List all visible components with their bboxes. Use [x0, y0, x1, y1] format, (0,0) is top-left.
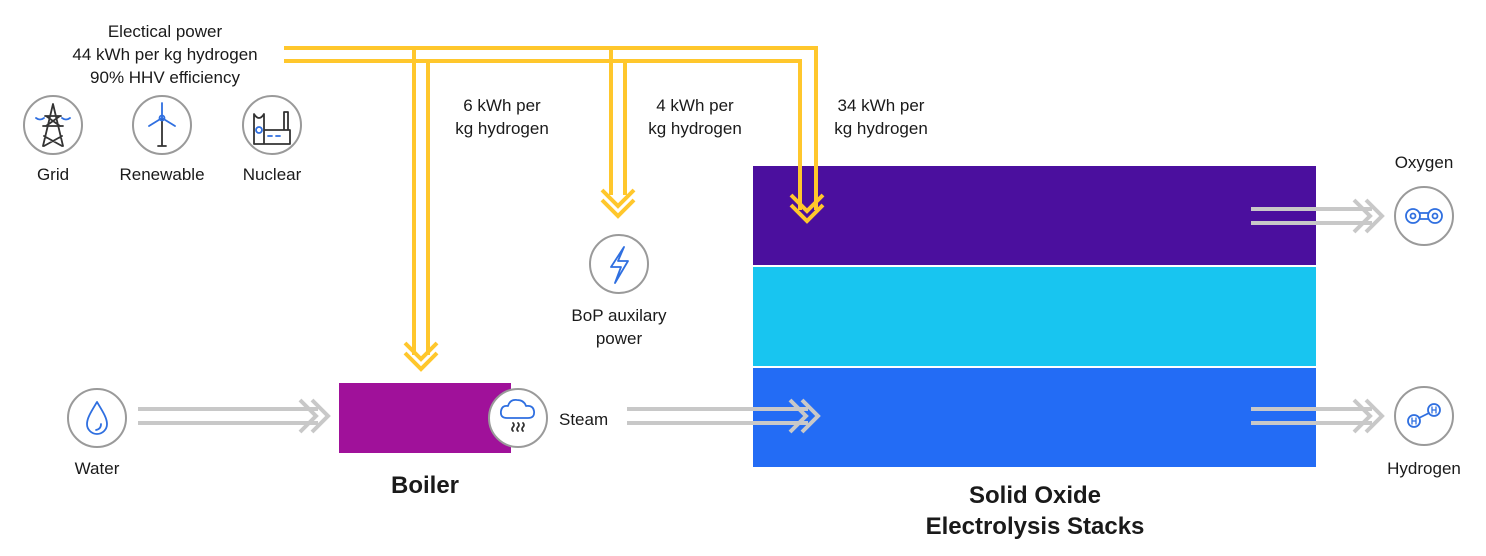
water-to-boiler-arrow: [138, 398, 331, 434]
power-arrow-bop: [600, 188, 636, 219]
power-source-line: 44 kWh per kg hydrogen: [72, 45, 258, 64]
oxygen-label: Oxygen: [1394, 153, 1454, 172]
bop-icon-circle: [589, 234, 649, 294]
stack-layer-middle: [753, 267, 1316, 366]
boiler-box: [339, 383, 511, 453]
branch-label-boiler: 6 kWh per kg hydrogen: [455, 96, 549, 138]
hydrogen-out-arrow: [1251, 398, 1385, 434]
stack-layer-bottom: [753, 368, 1316, 467]
source-label-nuclear: Nuclear: [242, 165, 302, 184]
flow-arrows: [138, 198, 1385, 434]
stack-label: Solid Oxide Electrolysis Stacks: [925, 482, 1145, 540]
branch-label-bop: 4 kWh per kg hydrogen: [648, 96, 742, 138]
power-arrow-boiler: [403, 341, 439, 372]
source-label-renewable: Renewable: [119, 165, 205, 184]
power-lines: [284, 46, 825, 372]
power-arrow-stack: [789, 193, 825, 224]
water-drop-icon: [86, 401, 108, 435]
nuclear-icon-circle: [242, 95, 302, 155]
steam-cloud-icon: [499, 398, 536, 432]
source-label-grid: Grid: [36, 165, 70, 184]
bop-label: BoP auxilary power: [571, 306, 667, 348]
water-icon-circle: [67, 388, 127, 448]
power-source-line: Electical power: [107, 22, 223, 41]
lightning-bolt-icon: [610, 246, 629, 284]
water-label: Water: [74, 459, 120, 478]
power-branch-boiler: [412, 48, 430, 355]
power-branch-bop: [609, 48, 627, 195]
nuclear-plant-icon: [253, 111, 291, 145]
power-tower-icon: [35, 103, 71, 147]
wind-turbine-icon: [148, 102, 176, 147]
boiler-label: Boiler: [390, 472, 459, 499]
power-line-outer: [284, 46, 818, 210]
oxygen-icon-circle: [1394, 186, 1454, 246]
steam-to-stack-arrow: [627, 398, 821, 434]
grid-icon-circle: [23, 95, 83, 155]
power-line-inner: [284, 59, 802, 210]
hydrogen-label: Hydrogen: [1387, 459, 1461, 478]
steam-label: Steam: [559, 410, 609, 429]
stack-layer-top: [753, 166, 1316, 265]
power-source-label: Electical power 44 kWh per kg hydrogen 90%…: [40, 20, 290, 89]
power-source-line: 90% HHV efficiency: [90, 68, 240, 87]
hydrogen-molecule-icon: [1407, 403, 1441, 428]
oxygen-molecule-icon: [1405, 208, 1443, 224]
branch-label-stack: 34 kWh per kg hydrogen: [834, 96, 928, 138]
oxygen-out-arrow: [1251, 198, 1385, 234]
